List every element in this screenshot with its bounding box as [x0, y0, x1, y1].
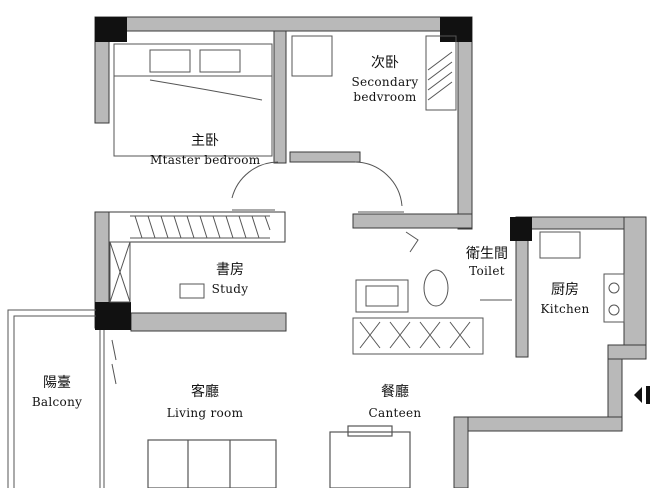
door-swing-icon [231, 161, 404, 213]
toilet-en: Toilet [469, 264, 505, 278]
balcony-outline [7, 309, 117, 488]
canteen-label: 餐廳 Canteen [350, 385, 440, 419]
balcony-label: 陽臺 Balcony [20, 376, 94, 408]
master-cn: 主卧 [191, 133, 219, 149]
secondary-bedroom-label: 次卧 Secondary bedvroom [340, 56, 430, 103]
sink-icon [365, 285, 399, 307]
secondary-cn: 次卧 [371, 55, 399, 71]
column-top-left [95, 17, 127, 42]
toilet-fixtures [355, 231, 512, 313]
wall-study-bottom [130, 312, 287, 332]
entrance-arrow-icon [634, 386, 650, 404]
stove-icon [603, 273, 625, 323]
living-en: Living room [166, 406, 244, 420]
living-cn: 客廳 [191, 384, 219, 400]
toilet-icon [423, 269, 449, 307]
study-en: Study [211, 282, 249, 296]
kitchen-sink-icon [539, 231, 581, 259]
wall-kitchen-right [623, 216, 647, 360]
wall-master-secondary [273, 30, 287, 164]
wall-hall-toilet [352, 213, 473, 229]
sofa-icon [147, 439, 277, 488]
master-en: Mtaster bedroom [150, 153, 261, 167]
toilet-cn: 衛生間 [466, 246, 508, 262]
secondary-en-1: Secondary [351, 75, 419, 89]
toilet-label: 衛生間 Toilet [452, 247, 522, 277]
secondary-en-2: bedvroom [353, 90, 417, 104]
study-wardrobe [109, 215, 271, 303]
kitchen-fixtures [539, 231, 625, 323]
dining-table [329, 425, 411, 488]
wall-secondary-right [457, 16, 473, 230]
balcony-en: Balcony [31, 395, 83, 409]
wall-bottom-right [453, 416, 623, 432]
wardrobe-secondary [425, 35, 457, 111]
wall-right-lower [607, 358, 623, 424]
wall-top [94, 16, 472, 32]
balcony-cn: 陽臺 [43, 375, 71, 391]
kitchen-label: 厨房 Kitchen [530, 283, 600, 315]
canteen-cn: 餐廳 [381, 384, 409, 400]
wall-kitchen-bottom [607, 344, 647, 360]
kitchen-en: Kitchen [540, 302, 590, 316]
study-cn: 書房 [216, 262, 244, 278]
column-balcony [95, 302, 131, 330]
secondary-furniture [291, 35, 457, 111]
canteen-en: Canteen [368, 406, 422, 420]
wall-bottom-right-down [453, 416, 469, 488]
study-label: 書房 Study [190, 263, 270, 295]
columns [95, 17, 532, 330]
living-room-label: 客廳 Living room [150, 385, 260, 419]
walls [94, 16, 647, 488]
kitchen-cn: 厨房 [551, 282, 579, 298]
wall-secondary-bottom [289, 151, 361, 163]
master-bedroom-label: 主卧 Mtaster bedroom [150, 134, 260, 166]
column-toilet [510, 217, 532, 241]
bed-icon [113, 43, 273, 157]
counter [352, 317, 484, 355]
